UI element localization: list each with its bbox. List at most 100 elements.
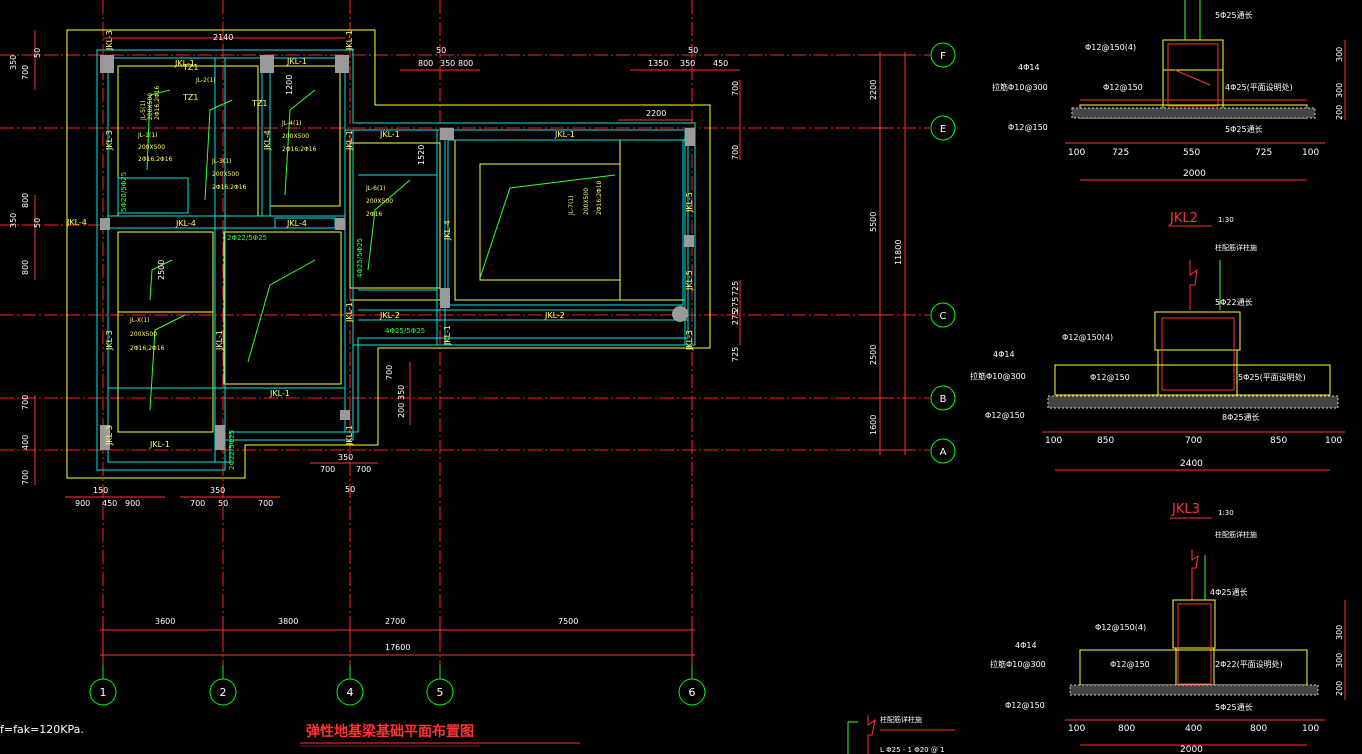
left-dim: 50 — [33, 48, 42, 58]
beam-label: JKL-3 — [105, 130, 114, 151]
svg-text:100: 100 — [1302, 148, 1319, 158]
svg-text:Φ12@150: Φ12@150 — [1008, 123, 1048, 132]
jl-label: 2Φ16 — [366, 211, 382, 218]
tz-label: TZ1 — [251, 99, 267, 108]
section-jkl2: JKL2 1:30 柱配筋详柱施 5Φ22通长 Φ12@150(4) 4Φ14 … — [970, 211, 1345, 471]
svg-text:5Φ25通长: 5Φ25通长 — [1215, 10, 1253, 20]
beam-label: JKL-3 — [105, 30, 114, 51]
right-total: 11800 — [894, 240, 903, 265]
svg-text:4Φ25(平面设明处): 4Φ25(平面设明处) — [1225, 82, 1293, 92]
svg-text:1:30: 1:30 — [1218, 216, 1234, 224]
axis-bubble-6: 6 — [678, 665, 706, 706]
inner-dim: 1200 — [285, 75, 294, 95]
jl-labels: JL-5(1) 200X500 2Φ16;2Φ16 JL-2(1) JL-1(1… — [129, 77, 603, 352]
jl-label: 2Φ16;2Φ18 — [596, 180, 603, 215]
beam-label: JKL-5 — [685, 270, 694, 291]
tz-label: TZ1 — [182, 63, 198, 72]
left-dim: 50 — [33, 218, 42, 228]
bottom-small-dim: 700 — [258, 499, 273, 508]
beam-label: JKL-4 — [286, 219, 307, 228]
svg-text:F: F — [940, 51, 946, 62]
beam-label: JKL-2 — [544, 311, 565, 320]
inner-dim: 275 — [731, 297, 740, 312]
svg-text:400: 400 — [1185, 724, 1202, 734]
inner-dim: 725 — [731, 281, 740, 296]
section-title: JKL2 — [1169, 211, 1198, 226]
svg-text:2000: 2000 — [1183, 169, 1206, 179]
svg-text:拉筋Φ10@300: 拉筋Φ10@300 — [992, 82, 1048, 92]
inner-dim: 700 — [731, 145, 740, 160]
beam-label: JKL-1 — [174, 59, 195, 68]
bottom-small-dim: 50 — [218, 499, 228, 508]
right-dim: 1600 — [869, 415, 878, 435]
jl-label: 200X500 — [130, 331, 157, 338]
svg-text:柱配筋详柱施: 柱配筋详柱施 — [880, 715, 922, 724]
beam-label: JKL-4 — [66, 218, 87, 227]
rebar-note: 2Φ22/5Φ25 — [227, 234, 267, 242]
jl-label: 200X500 — [212, 171, 239, 178]
bottom-small-dim: 350 — [338, 453, 353, 462]
beam-label: JKL-1 — [345, 425, 354, 446]
svg-text:4Φ14: 4Φ14 — [1015, 641, 1037, 650]
axis-bubble-1: 1 — [89, 665, 117, 706]
rebar-note: 2Φ22/5Φ25 — [228, 430, 236, 470]
svg-text:300: 300 — [1335, 47, 1344, 62]
section-stub: 柱配筋详柱施 L Φ25 - 1 Φ20 @ 1 — [847, 715, 955, 754]
jl-label: 2Φ16;2Φ16 — [130, 345, 165, 352]
jl-label: JL-X(1) — [129, 317, 149, 324]
beam-label: JKL-3 — [105, 330, 114, 351]
svg-text:4: 4 — [347, 686, 354, 699]
jl-label: JL-6(1) — [365, 185, 386, 192]
svg-text:100: 100 — [1045, 436, 1062, 446]
beam-label: JKL-1 — [379, 130, 400, 139]
dimension-text: 2140 50 800 350 800 1350 350 450 50 2200… — [9, 33, 903, 652]
axis-bubble-C: C — [930, 302, 956, 328]
svg-text:4Φ14: 4Φ14 — [1018, 63, 1040, 72]
jl-label: 200X500 — [147, 93, 154, 120]
top-dim: 2140 — [213, 33, 233, 42]
bottom-small-dim: 700 — [356, 465, 371, 474]
jl-label: 200X500 — [282, 133, 309, 140]
svg-text:2Φ22(平面设明处): 2Φ22(平面设明处) — [1215, 659, 1283, 669]
svg-text:C: C — [940, 311, 947, 322]
plan-title: 弹性地基梁基础平面布置图 — [306, 723, 474, 740]
svg-text:550: 550 — [1183, 148, 1200, 158]
jl-label: 200X500 — [366, 198, 393, 205]
axis-bubble-2: 2 — [209, 665, 237, 706]
tz-label: TZ1 — [182, 93, 198, 102]
svg-text:柱配筋详柱施: 柱配筋详柱施 — [1215, 530, 1257, 539]
svg-text:Φ12@150: Φ12@150 — [1005, 701, 1045, 710]
beam-label: JKL-4 — [443, 220, 452, 241]
svg-text:拉筋Φ10@300: 拉筋Φ10@300 — [970, 371, 1026, 381]
axis-bubble-4: 4 — [336, 665, 364, 706]
beam-label: JKL-1 — [345, 130, 354, 151]
svg-text:300: 300 — [1335, 83, 1344, 98]
svg-text:E: E — [940, 124, 946, 135]
jl-label: 2Φ16;2Φ16 — [212, 184, 247, 191]
svg-text:Φ12@150(4): Φ12@150(4) — [1062, 333, 1113, 342]
bottom-dim: 2700 — [385, 617, 405, 626]
svg-text:Φ12@150(4): Φ12@150(4) — [1095, 623, 1146, 632]
axis-bubble-5: 5 — [426, 665, 454, 706]
svg-text:Φ12@150: Φ12@150 — [1103, 83, 1143, 92]
svg-text:800: 800 — [1250, 724, 1267, 734]
beam-label: JKL-1 — [554, 130, 575, 139]
inner-dim: 275 — [731, 310, 740, 325]
beam-label: JKL-1 — [443, 325, 452, 346]
inner-dim: 200 — [397, 403, 406, 418]
bottom-small-dim: 900 — [75, 499, 90, 508]
section-1: 5Φ25通长 Φ12@150(4) 4Φ14 拉筋Φ10@300 Φ12@150… — [992, 0, 1346, 181]
bottom-dim: 3800 — [278, 617, 298, 626]
bottom-small-dim: 450 — [102, 499, 117, 508]
jl-label: JL-5(1) — [140, 101, 147, 122]
left-dim: 800 — [21, 193, 30, 208]
svg-text:200: 200 — [1335, 105, 1344, 120]
section-jkl3: JKL3 1:30 柱配筋详柱施 4Φ25通长 Φ12@150(4) 4Φ14 … — [990, 502, 1346, 754]
svg-text:柱配筋详柱施: 柱配筋详柱施 — [1215, 243, 1257, 252]
plan-note: f=fak=120KPa. — [0, 723, 84, 736]
left-dim: 700 — [21, 65, 30, 80]
top-dim: 350 — [440, 59, 455, 68]
top-dim: 450 — [713, 59, 728, 68]
svg-text:200: 200 — [1335, 681, 1344, 696]
axis-bubble-B: B — [930, 385, 956, 411]
